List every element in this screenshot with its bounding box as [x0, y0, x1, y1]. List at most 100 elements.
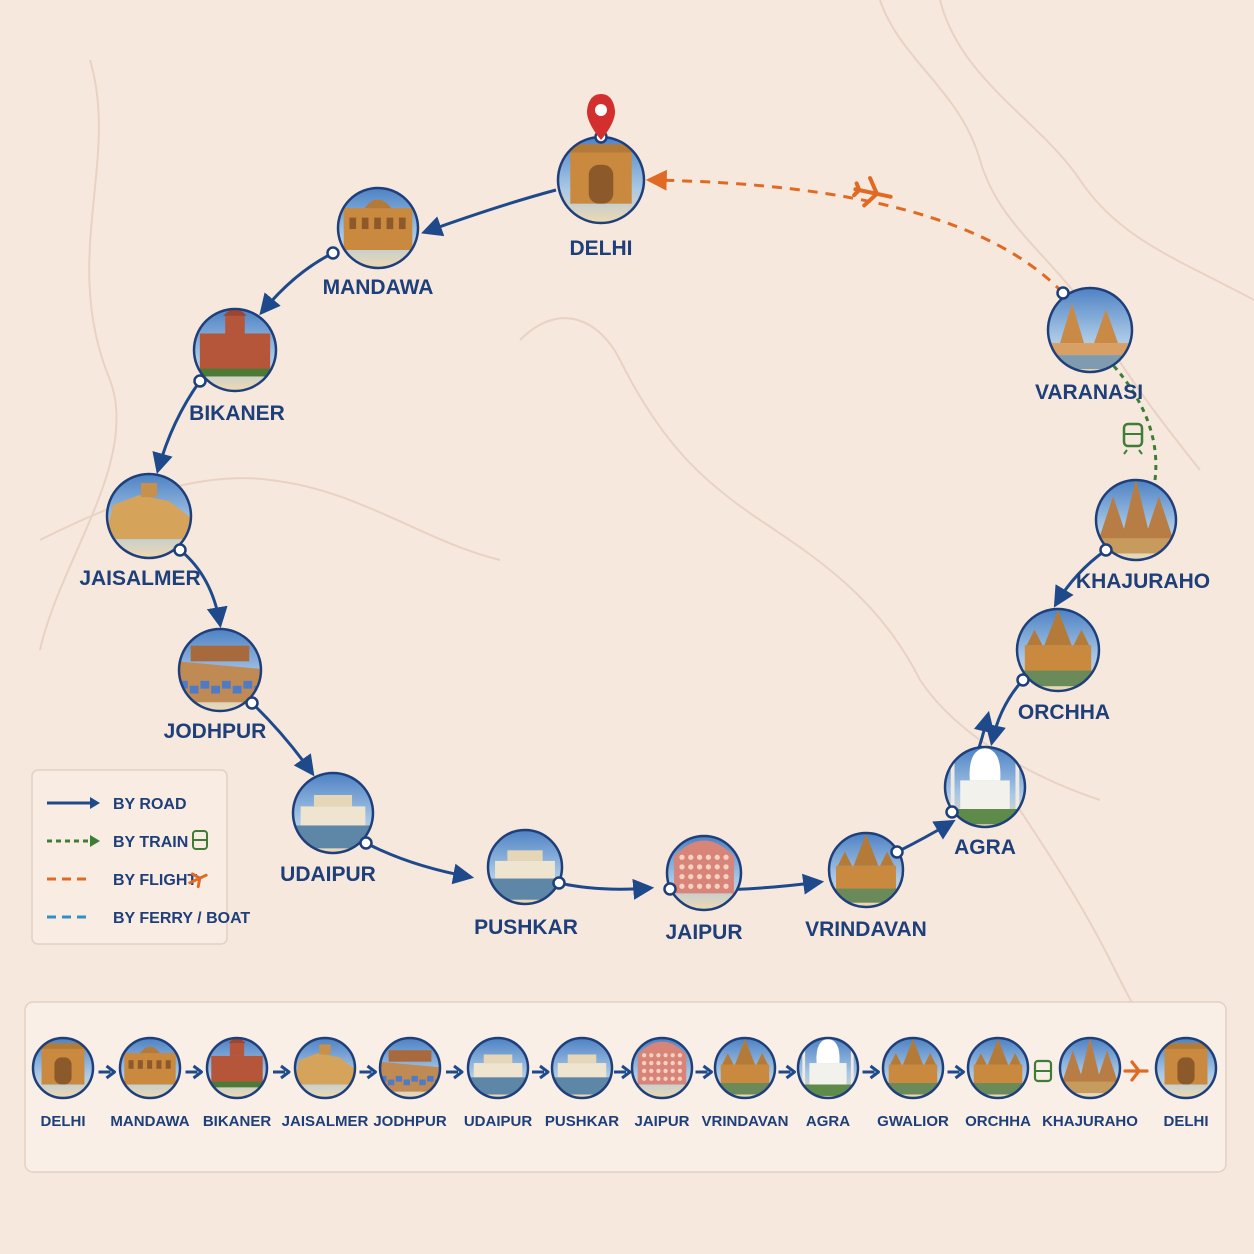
route-dot — [245, 696, 259, 710]
road-route-segment — [259, 251, 334, 316]
legend-item-road: BY ROAD — [47, 796, 187, 813]
legend-label: BY FLIGHT — [113, 872, 197, 889]
arrow-icon — [614, 1064, 632, 1080]
itinerary-stop[interactable]: DELHI — [1154, 1036, 1218, 1130]
itinerary-stop[interactable]: MANDAWA — [110, 1036, 190, 1130]
city-label: BIKANER — [189, 402, 285, 425]
legend-item-flight: BY FLIGHT — [47, 872, 208, 889]
itinerary-stop[interactable]: VRINDAVAN — [702, 1036, 789, 1130]
itinerary-stop[interactable]: BIKANER — [203, 1036, 272, 1130]
stop-thumbnail — [31, 1036, 95, 1100]
road-route-segment — [896, 819, 956, 854]
road-route-segment — [250, 701, 315, 777]
city-node[interactable]: VARANASI — [1035, 286, 1143, 405]
plane-icon — [852, 176, 893, 208]
stop-thumbnail — [466, 1036, 530, 1100]
city-label: ORCHHA — [1018, 701, 1110, 724]
city-node[interactable]: BIKANER — [189, 307, 285, 425]
city-thumbnail — [665, 834, 743, 912]
city-nodes: DELHI MANDAWA BIKANER JAISALMER JODHPUR UDAIP… — [79, 130, 1210, 944]
itinerary-stop[interactable]: ORCHHA — [965, 1036, 1031, 1130]
itinerary-stop[interactable]: GWALIOR — [877, 1036, 949, 1130]
route-dot — [193, 374, 207, 388]
legend-item-train: BY TRAIN — [47, 830, 208, 851]
city-thumbnail — [177, 627, 263, 713]
stop-thumbnail — [796, 1036, 860, 1100]
road-route-segment — [421, 188, 557, 237]
itinerary-stop[interactable]: KHAJURAHO — [1042, 1036, 1138, 1130]
stop-thumbnail — [966, 1036, 1030, 1100]
route-dot — [1016, 673, 1030, 687]
city-node[interactable]: VRINDAVAN — [805, 831, 927, 941]
stop-thumbnail — [205, 1036, 269, 1100]
city-label: JAISALMER — [79, 567, 200, 590]
itinerary-stop[interactable]: JAIPUR — [630, 1036, 694, 1130]
stop-label: DELHI — [41, 1113, 86, 1130]
city-thumbnail — [827, 831, 905, 909]
arrow-icon — [532, 1064, 550, 1080]
city-node[interactable]: PUSHKAR — [474, 828, 578, 939]
stop-thumbnail — [1058, 1036, 1122, 1100]
legend-label: BY FERRY / BOAT — [113, 910, 250, 927]
stop-thumbnail — [293, 1036, 357, 1100]
arrow-icon — [273, 1064, 291, 1080]
arrow-icon — [90, 797, 100, 809]
city-node[interactable]: KHAJURAHO — [1076, 478, 1210, 593]
road-route-segment — [1053, 548, 1107, 608]
arrow-icon — [695, 1064, 713, 1080]
city-label: MANDAWA — [323, 276, 434, 299]
stop-label: KHAJURAHO — [1042, 1113, 1138, 1130]
stop-label: BIKANER — [203, 1113, 272, 1130]
road-route-segment — [152, 380, 202, 475]
train-icon — [1033, 1059, 1053, 1083]
itinerary-stop[interactable]: JAISALMER — [282, 1036, 369, 1130]
city-thumbnail — [486, 828, 564, 906]
city-label: KHAJURAHO — [1076, 570, 1210, 593]
city-thumbnail — [1046, 286, 1134, 374]
itinerary-stop[interactable]: PUSHKAR — [545, 1036, 619, 1130]
route-dot — [326, 246, 340, 260]
itinerary-stop[interactable]: DELHI — [31, 1036, 95, 1130]
route-dot — [663, 882, 677, 896]
arrow-icon — [446, 1064, 464, 1080]
train-icon — [1122, 422, 1144, 455]
city-node[interactable]: ORCHHA — [1015, 607, 1110, 724]
city-thumbnail — [105, 472, 193, 560]
city-node[interactable]: JODHPUR — [164, 627, 267, 743]
city-thumbnail — [192, 307, 278, 393]
stop-thumbnail — [378, 1036, 442, 1100]
itinerary-stop[interactable]: AGRA — [796, 1036, 860, 1130]
city-label: JAIPUR — [665, 921, 742, 944]
city-node[interactable]: AGRA — [943, 745, 1027, 859]
city-node[interactable]: JAISALMER — [79, 472, 201, 590]
stop-label: MANDAWA — [110, 1113, 189, 1130]
city-node[interactable]: JAIPUR — [663, 834, 743, 944]
city-node[interactable]: DELHI — [556, 130, 646, 261]
city-node[interactable]: MANDAWA — [323, 186, 434, 299]
stop-label: JAIPUR — [634, 1113, 689, 1130]
legend-label: BY ROAD — [113, 796, 187, 813]
city-label: VRINDAVAN — [805, 918, 927, 941]
road-route-segment — [558, 878, 655, 900]
stop-thumbnail — [713, 1036, 777, 1100]
city-label: PUSHKAR — [474, 916, 578, 939]
city-thumbnail — [1015, 607, 1101, 693]
itinerary-stop[interactable]: UDAIPUR — [464, 1036, 533, 1130]
train-route-segment — [1110, 363, 1158, 481]
itinerary-stop[interactable]: JODHPUR — [373, 1036, 447, 1130]
arrow-icon — [862, 1064, 880, 1080]
arrow-icon — [778, 1064, 796, 1080]
plane-icon — [1123, 1060, 1149, 1082]
stop-label: ORCHHA — [965, 1113, 1031, 1130]
stop-thumbnail — [630, 1036, 694, 1100]
route-dot — [173, 543, 187, 557]
city-label: JODHPUR — [164, 720, 267, 743]
stop-label: PUSHKAR — [545, 1113, 619, 1130]
stop-label: UDAIPUR — [464, 1113, 533, 1130]
city-label: VARANASI — [1035, 381, 1143, 404]
city-thumbnail — [556, 135, 646, 225]
road-route-segment — [365, 841, 475, 885]
arrow-icon — [947, 1064, 965, 1080]
city-node[interactable]: UDAIPUR — [280, 771, 376, 886]
